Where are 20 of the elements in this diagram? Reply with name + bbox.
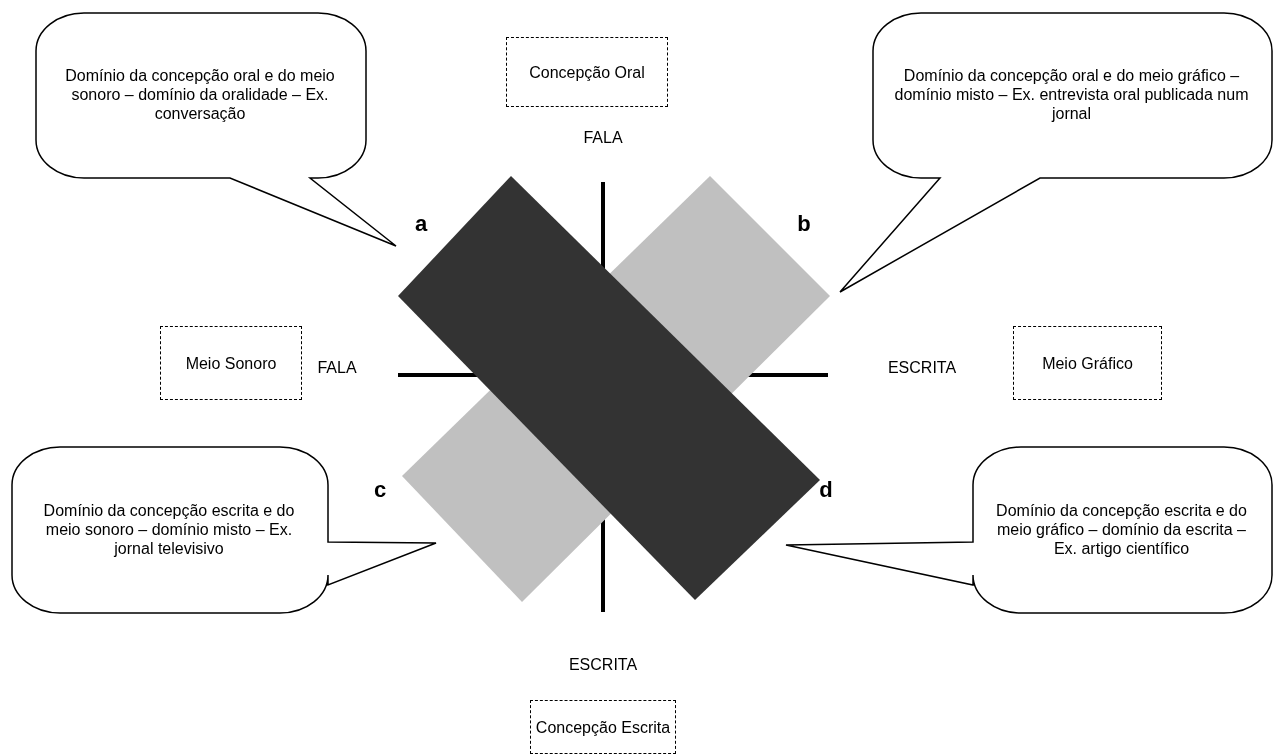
dashed-label-box: Concepção Escrita (530, 700, 676, 754)
speech-bubble (839, 12, 1273, 293)
axis-label: ESCRITA (887, 359, 957, 377)
axis-label: ESCRITA (568, 656, 638, 674)
speech-bubble (785, 446, 1273, 614)
speech-bubble (11, 446, 437, 614)
callout-text: Domínio da concepção oral e do meio sonoro – domínio da oralidade – Ex. conversação (64, 66, 336, 124)
dashed-label-box: Meio Gráfico (1013, 326, 1162, 400)
axis-label: FALA (583, 129, 623, 147)
dashed-label-box: Meio Sonoro (160, 326, 302, 400)
callout-text: Domínio da concepção escrita e do meio sonoro – domínio misto – Ex. jornal televisivo (42, 500, 296, 559)
dashed-label-box: Concepção Oral (506, 37, 668, 107)
axis-label: FALA (317, 359, 357, 377)
quadrant-letter: b (797, 211, 811, 237)
quadrant-letter: d (819, 477, 833, 503)
quadrant-letter: c (373, 477, 387, 503)
speech-bubble (35, 12, 397, 247)
callout-text: Domínio da concepção escrita e do meio gráfico – domínio da escrita – Ex. artigo científico (995, 500, 1248, 559)
quadrant-letter: a (414, 211, 428, 237)
callout-text: Domínio da concepção oral e do meio gráfico – domínio misto – Ex. entrevista oral publicada num jornal (893, 66, 1250, 124)
